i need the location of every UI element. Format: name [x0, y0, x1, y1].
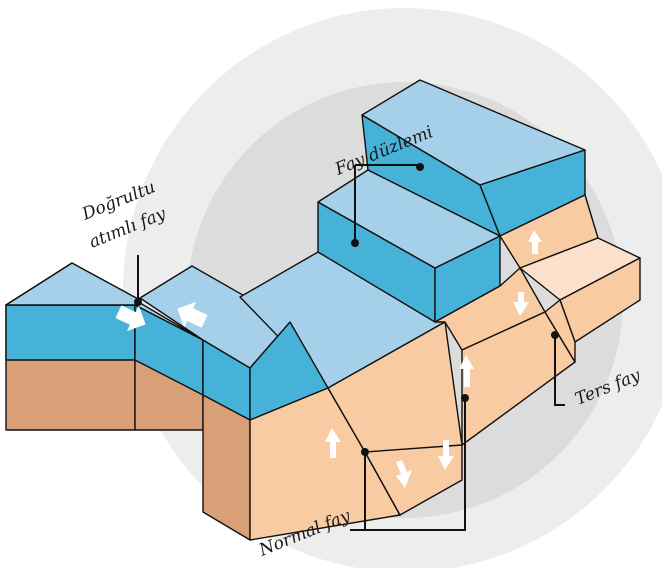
upthrown-block — [317, 169, 546, 351]
normal-fault-block — [239, 251, 463, 541]
down-arrow-icon — [396, 292, 529, 488]
reverse-fault-upper-block — [361, 79, 599, 269]
leader-lines — [134, 163, 565, 531]
reverse-fault-footwall — [461, 237, 641, 446]
up-arrow-icon — [325, 230, 542, 458]
strike-slip-block-right — [139, 265, 291, 541]
double-arrow-icon — [115, 301, 208, 332]
strike-slip-block-left — [5, 262, 204, 431]
